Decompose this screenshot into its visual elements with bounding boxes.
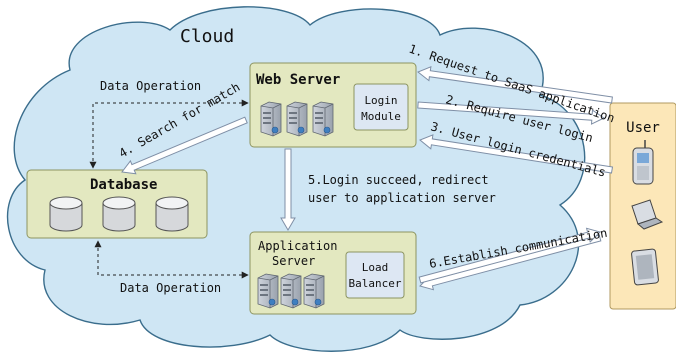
database-cylinder-icon bbox=[102, 196, 136, 232]
database-cylinder-icon bbox=[155, 196, 189, 232]
web-server-box: Web Server Login Module bbox=[249, 62, 417, 148]
arrow-step6-to-user bbox=[418, 227, 601, 284]
data-operation-label-top: Data Operation bbox=[100, 79, 201, 93]
web-server-icons bbox=[260, 101, 334, 137]
load-balancer-box bbox=[345, 251, 405, 299]
server-icon bbox=[312, 101, 334, 137]
arrow-step2 bbox=[417, 101, 605, 125]
web-server-title: Web Server bbox=[256, 72, 340, 88]
application-server-box: Application Server Load Balancer bbox=[249, 231, 417, 315]
step5-label-line1: 5.Login succeed, redirect bbox=[308, 173, 489, 187]
server-icon bbox=[280, 273, 302, 309]
data-operation-connector-bottom bbox=[94, 240, 249, 279]
mobile-phone-icon bbox=[632, 140, 654, 185]
server-icon bbox=[257, 273, 279, 309]
load-balancer-line2: Balancer bbox=[349, 277, 402, 290]
laptop-icon bbox=[631, 199, 664, 230]
cloud-label: Cloud bbox=[180, 26, 234, 47]
database-cylinder-icon bbox=[49, 196, 83, 232]
database-box: Database bbox=[26, 169, 208, 239]
load-balancer-line1: Load bbox=[362, 261, 389, 274]
login-module-line2: Module bbox=[361, 110, 401, 123]
tablet-icon bbox=[631, 248, 659, 286]
user-box: User bbox=[609, 102, 676, 310]
flow-arrows bbox=[121, 66, 614, 291]
arrow-step3 bbox=[419, 134, 614, 174]
login-module-line1: Login bbox=[364, 94, 397, 107]
step5-label-line2: user to application server bbox=[308, 191, 496, 205]
app-server-title-line1: Application bbox=[258, 239, 337, 253]
data-operation-label-bottom: Data Operation bbox=[120, 281, 221, 295]
user-title: User bbox=[626, 120, 660, 136]
login-module-box bbox=[353, 83, 409, 131]
app-server-title-line2: Server bbox=[272, 254, 315, 268]
database-title: Database bbox=[90, 177, 157, 193]
server-icon bbox=[286, 101, 308, 137]
server-icon bbox=[303, 273, 325, 309]
arrow-step1 bbox=[417, 66, 613, 104]
server-icon bbox=[260, 101, 282, 137]
arrow-step4 bbox=[121, 116, 248, 175]
data-operation-connector-top bbox=[89, 99, 249, 169]
arrow-step5 bbox=[280, 148, 296, 231]
